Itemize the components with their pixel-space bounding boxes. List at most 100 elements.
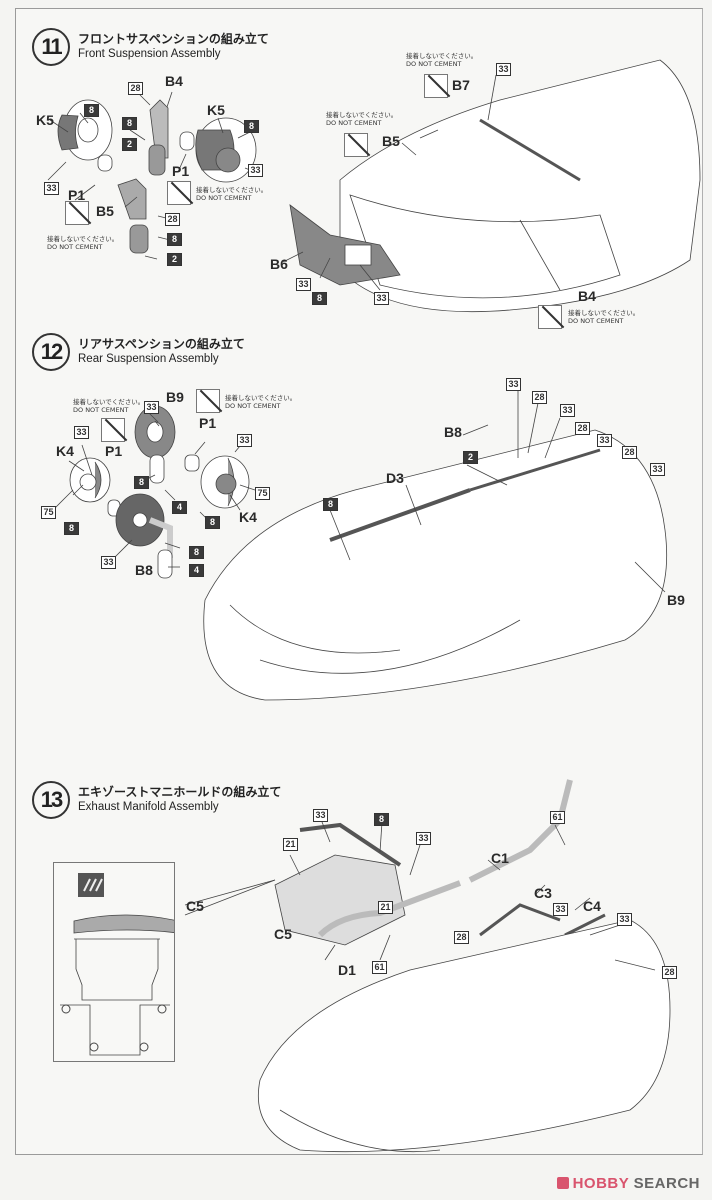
do-not-cement-note: 接着しないでください。DO NOT CEMENT: [73, 398, 145, 414]
do-not-cement-note: 接着しないでください。DO NOT CEMENT: [568, 309, 640, 325]
detail-inset-c5: [53, 862, 175, 1062]
color-code: 2: [122, 138, 137, 151]
color-code: 33: [560, 404, 575, 417]
do-not-cement-note: 接着しないでください。DO NOT CEMENT: [225, 394, 297, 410]
part-label-k5: K5: [207, 102, 225, 118]
c5-detail-drawing: [60, 873, 174, 1056]
step-title-en: Rear Suspension Assembly: [78, 353, 219, 365]
part-label-p1: P1: [172, 163, 190, 179]
part-label-p1: P1: [105, 443, 123, 459]
color-code: 8: [205, 516, 220, 529]
part-label-c4: C4: [583, 898, 601, 914]
part-label-b6: B6: [270, 256, 288, 272]
color-code: 2: [463, 451, 478, 464]
color-code: 21: [378, 901, 393, 914]
part-label-c1: C1: [491, 850, 509, 866]
do-not-cement-icon: [167, 181, 191, 205]
color-code: 28: [454, 931, 469, 944]
color-code: 4: [189, 564, 204, 577]
part-label-b8: B8: [135, 562, 153, 578]
do-not-cement-icon: [65, 201, 89, 225]
color-code: 8: [374, 813, 389, 826]
color-code: 75: [255, 487, 270, 500]
color-code: 8: [312, 292, 327, 305]
color-code: 8: [167, 233, 182, 246]
color-code: 8: [134, 476, 149, 489]
color-code: 28: [532, 391, 547, 404]
step-title-jp: フロントサスペンションの組み立て: [78, 32, 269, 46]
color-code: 33: [374, 292, 389, 305]
step-11-header: 11 フロントサスペンションの組み立て Front Suspension Ass…: [32, 28, 269, 66]
color-code: 28: [662, 966, 677, 979]
color-code: 21: [283, 838, 298, 851]
color-code: 33: [617, 913, 632, 926]
color-code: 33: [44, 182, 59, 195]
color-code: 33: [237, 434, 252, 447]
step-number: 11: [32, 28, 70, 66]
color-code: 8: [323, 498, 338, 511]
part-label-k4: K4: [239, 509, 257, 525]
step-12-header: 12 リアサスペンションの組み立て Rear Suspension Assemb…: [32, 333, 245, 371]
step-title-en: Front Suspension Assembly: [78, 48, 221, 60]
color-code: 33: [650, 463, 665, 476]
color-code: 75: [41, 506, 56, 519]
color-code: 28: [165, 213, 180, 226]
part-label-c5: C5: [186, 898, 204, 914]
part-label-b4: B4: [578, 288, 596, 304]
do-not-cement-note: 接着しないでください。DO NOT CEMENT: [196, 186, 268, 202]
part-label-k5: K5: [36, 112, 54, 128]
color-code: 4: [172, 501, 187, 514]
color-code: 8: [244, 120, 259, 133]
part-label-d1: D1: [338, 962, 356, 978]
part-label-b9: B9: [667, 592, 685, 608]
color-code: 33: [506, 378, 521, 391]
color-code: 28: [622, 446, 637, 459]
color-code: 8: [189, 546, 204, 559]
color-code: 33: [496, 63, 511, 76]
color-code: 33: [74, 426, 89, 439]
part-label-b5: B5: [382, 133, 400, 149]
step-13-header: 13 エキゾーストマニホールドの組み立て Exhaust Manifold As…: [32, 781, 281, 819]
step-title-jp: エキゾーストマニホールドの組み立て: [78, 785, 282, 799]
color-code: 8: [84, 104, 99, 117]
step-title-jp: リアサスペンションの組み立て: [78, 337, 245, 351]
do-not-cement-note: 接着しないでください。DO NOT CEMENT: [406, 52, 478, 68]
part-label-c3: C3: [534, 885, 552, 901]
part-label-k4: K4: [56, 443, 74, 459]
part-label-p1: P1: [68, 187, 86, 203]
part-label-b8: B8: [444, 424, 462, 440]
hobby-search-logo-icon: [556, 1177, 569, 1189]
part-label-b7: B7: [452, 77, 470, 93]
color-code: 33: [296, 278, 311, 291]
do-not-cement-icon: [101, 418, 125, 442]
color-code: 33: [313, 809, 328, 822]
color-code: 33: [248, 164, 263, 177]
color-code: 33: [416, 832, 431, 845]
part-label-p1: P1: [199, 415, 217, 431]
hobby-search-watermark: HOBBY SEARCH: [556, 1175, 700, 1192]
part-label-c5: C5: [274, 926, 292, 942]
step-number: 13: [32, 781, 70, 819]
color-code: 33: [144, 401, 159, 414]
color-code: 61: [550, 811, 565, 824]
color-code: 8: [64, 522, 79, 535]
color-code: 33: [553, 903, 568, 916]
color-code: 33: [597, 434, 612, 447]
step-number: 12: [32, 333, 70, 371]
color-code: 28: [575, 422, 590, 435]
part-label-b5: B5: [96, 203, 114, 219]
color-code: 28: [128, 82, 143, 95]
step-title-en: Exhaust Manifold Assembly: [78, 801, 219, 813]
part-label-d3: D3: [386, 470, 404, 486]
do-not-cement-icon: [196, 389, 220, 413]
color-code: 33: [101, 556, 116, 569]
part-label-b4: B4: [165, 73, 183, 89]
do-not-cement-icon: [344, 133, 368, 157]
do-not-cement-note: 接着しないでください。DO NOT CEMENT: [47, 235, 119, 251]
color-code: 8: [122, 117, 137, 130]
part-label-b9: B9: [166, 389, 184, 405]
do-not-cement-note: 接着しないでください。DO NOT CEMENT: [326, 111, 398, 127]
do-not-cement-icon: [538, 305, 562, 329]
do-not-cement-icon: [424, 74, 448, 98]
